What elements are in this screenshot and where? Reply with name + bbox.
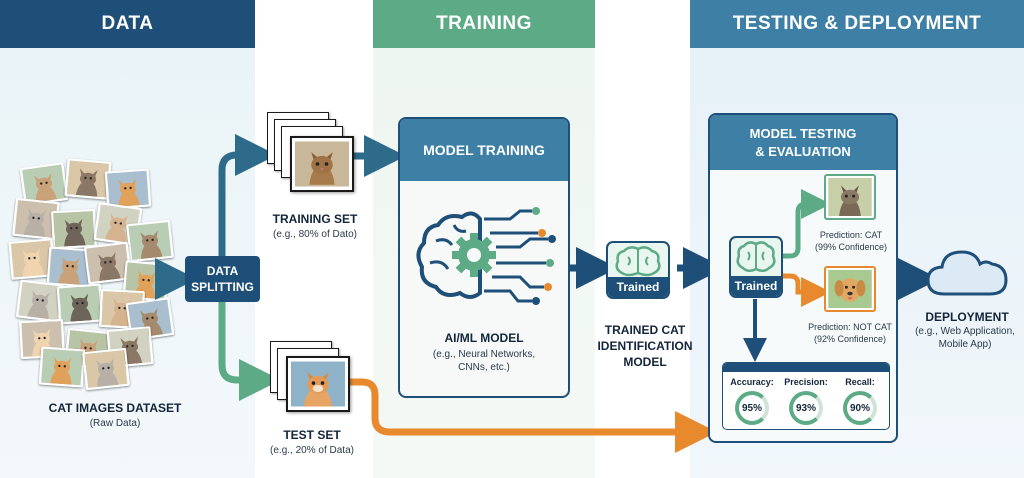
- prediction-cat-label: Prediction: CAT: [819, 230, 883, 240]
- metric-recall: Recall: 90%: [835, 377, 885, 425]
- data-header: DATA: [0, 0, 255, 48]
- metric-value: 95%: [735, 391, 769, 425]
- metric-name: Recall:: [845, 377, 875, 387]
- cat-photo: [8, 238, 56, 280]
- metrics-bar: [723, 363, 889, 372]
- training-set-photo: [290, 136, 354, 192]
- trained-line3: MODEL: [623, 355, 667, 369]
- training-set-subtitle: (e.g., 80% of Dato): [273, 229, 357, 240]
- model-title: AI/ML MODEL: [444, 331, 524, 345]
- testing-trained-badge: Trained: [729, 236, 783, 298]
- brain-icon: [615, 246, 661, 277]
- dog-photo: [828, 270, 872, 308]
- trained-line1: TRAINED CAT: [604, 323, 686, 337]
- cat-photo: [51, 208, 97, 250]
- model-sub1: (e.g., Neural Networks,: [432, 349, 536, 360]
- metric-value: 93%: [789, 391, 823, 425]
- prediction-cat-confidence: (99% Confidence): [814, 242, 888, 252]
- test-set-title: TEST SET: [283, 428, 341, 442]
- cat-photo: [19, 162, 69, 206]
- prediction-not-label: Prediction: NOT CAT: [808, 322, 892, 332]
- test-set-photo: [286, 356, 350, 412]
- model-training-panel: MODEL TRAINING: [398, 117, 570, 398]
- test-set-subtitle: (e.g., 20% of Data): [270, 445, 354, 456]
- metric-accuracy: Accuracy: 95%: [727, 377, 777, 425]
- prediction-dog-image: [824, 266, 876, 312]
- metric-name: Precision:: [784, 377, 828, 387]
- cat-photo: [83, 241, 133, 285]
- dataset-title: CAT IMAGES DATASET: [48, 401, 182, 415]
- metric-precision: Precision: 93%: [781, 377, 831, 425]
- training-set-title: TRAINING SET: [272, 212, 358, 226]
- brain-icon: [736, 241, 776, 272]
- prediction-cat-image: [824, 174, 876, 220]
- cat-photo: [56, 283, 104, 325]
- cat-photo: [828, 178, 872, 216]
- cat-photo: [93, 202, 143, 246]
- training-header: TRAINING: [373, 0, 595, 48]
- cat-photo: [64, 158, 112, 200]
- cat-photo: [126, 219, 174, 263]
- brain-gear-icon: [416, 207, 556, 305]
- deployment-title: DEPLOYMENT: [925, 310, 1009, 324]
- metric-name: Accuracy:: [730, 377, 774, 387]
- trained-line2: IDENTIFICATION: [597, 339, 693, 353]
- cat-photo: [38, 346, 86, 388]
- prediction-not-confidence: (92% Confidence): [813, 334, 887, 344]
- split-line2: SPLITTING: [191, 280, 254, 294]
- model-sub2: CNNs, etc.): [458, 362, 510, 373]
- cat-photo: [12, 197, 60, 241]
- testing-title-line2: & EVALUATION: [755, 143, 851, 159]
- cat-photo: [295, 141, 349, 187]
- testing-title-line1: MODEL TESTING: [749, 125, 857, 141]
- testing-header: TESTING & DEPLOYMENT: [690, 0, 1024, 48]
- model-training-title: MODEL TRAINING: [400, 119, 568, 181]
- deployment-sub2: Mobile App): [938, 339, 992, 350]
- data-splitting-box: DATA SPLITTING: [185, 256, 260, 302]
- cat-photo: [82, 347, 130, 391]
- cat-photo: [15, 279, 65, 323]
- cloud-icon: [926, 250, 1008, 296]
- model-testing-header: MODEL TESTING & EVALUATION: [710, 115, 896, 170]
- metrics-card: Accuracy: 95% Precision: 93% Recall: 90%: [722, 362, 890, 430]
- deployment-sub1: (e.g., Web Application,: [915, 326, 1015, 337]
- cat-photo: [104, 168, 152, 210]
- metric-value: 90%: [843, 391, 877, 425]
- dataset-subtitle: (Raw Data): [89, 418, 141, 429]
- trained-badge-label: Trained: [608, 277, 668, 297]
- split-line1: DATA: [206, 264, 239, 278]
- testing-badge-label: Trained: [731, 276, 781, 296]
- trained-model-badge: Trained: [606, 241, 670, 299]
- cat-photo: [46, 246, 94, 288]
- cat-photo: [291, 361, 345, 407]
